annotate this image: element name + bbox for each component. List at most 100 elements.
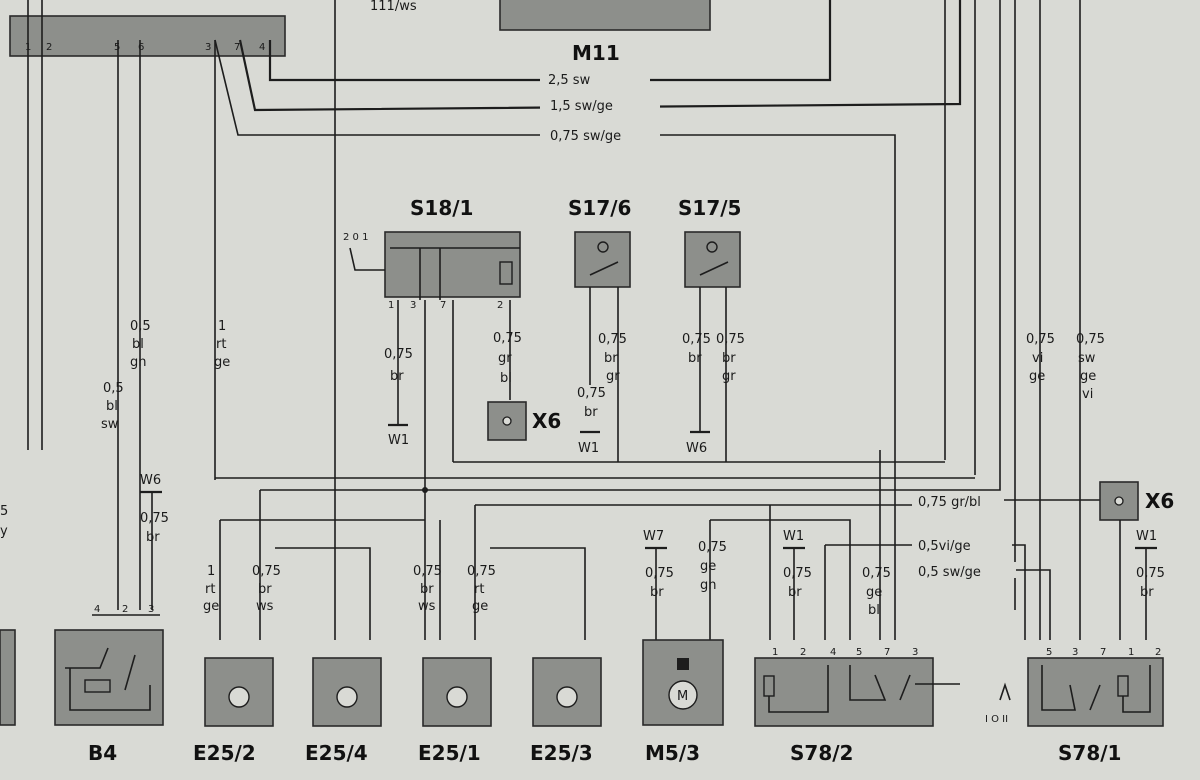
- svg-text:ws: ws: [418, 599, 436, 614]
- svg-text:gn: gn: [130, 355, 147, 370]
- top-pin-6: 6: [138, 42, 144, 53]
- top-pin-7: 7: [234, 42, 240, 53]
- s18-1-box: [384, 231, 521, 298]
- s78-2-pin-1: 1: [772, 647, 778, 658]
- s17-6-box: [574, 231, 631, 288]
- svg-text:0,75: 0,75: [862, 566, 891, 581]
- s78-1-box: [1027, 657, 1164, 727]
- svg-text:br: br: [788, 585, 802, 600]
- svg-text:0,75: 0,75: [682, 332, 711, 347]
- svg-text:0,75: 0,75: [467, 564, 496, 579]
- left-edge-label-5: 5: [0, 504, 8, 519]
- svg-text:br: br: [688, 351, 702, 366]
- svg-text:0,75: 0,75: [577, 386, 606, 401]
- s78-1-pin-1: 1: [1128, 647, 1134, 658]
- svg-text:rt: rt: [205, 582, 215, 597]
- wire-0-75-sw-ge: 0,75 sw/ge: [550, 129, 621, 144]
- ground-w6-b4: W6: [140, 473, 161, 488]
- s78-1-pin-7: 7: [1100, 647, 1106, 658]
- svg-text:br: br: [1140, 585, 1154, 600]
- m11-partial-label: 111/ws: [370, 0, 417, 14]
- b4-pin-2: 2: [122, 604, 128, 615]
- s78-2-pin-3: 3: [912, 647, 918, 658]
- s18-1-pins: 1 3 7 2: [388, 300, 503, 311]
- svg-text:ge: ge: [203, 599, 219, 614]
- svg-text:gr: gr: [606, 369, 620, 384]
- s17-5-label: S17/5: [678, 196, 741, 220]
- svg-text:0,75: 0,75: [140, 511, 169, 526]
- b4-box: [54, 629, 164, 726]
- s78-1-pins: 5 3 7 1 2: [1046, 647, 1161, 658]
- svg-text:0,75: 0,75: [598, 332, 627, 347]
- s78-2-label: S78/2: [790, 741, 853, 765]
- x6-middle-label: X6: [532, 409, 561, 433]
- svg-text:0,75: 0,75: [698, 540, 727, 555]
- svg-text:br: br: [722, 351, 736, 366]
- m11-label: M11: [572, 41, 620, 65]
- svg-text:br: br: [258, 582, 272, 597]
- svg-text:ge: ge: [1080, 369, 1096, 384]
- s18-1-switch-positions: 2 0 1: [343, 232, 368, 243]
- svg-text:0,75: 0,75: [384, 347, 413, 362]
- svg-text:bl: bl: [500, 371, 512, 386]
- svg-text:0,75: 0,75: [413, 564, 442, 579]
- wire-0-75-gr-bl: 0,75 gr/bl: [918, 495, 981, 510]
- svg-text:gr: gr: [498, 351, 512, 366]
- top-pin-2: 2: [46, 42, 52, 53]
- ground-w7-m5: W7: [643, 529, 664, 544]
- svg-text:ge: ge: [472, 599, 488, 614]
- svg-text:ws: ws: [256, 599, 274, 614]
- svg-text:0,75: 0,75: [645, 566, 674, 581]
- svg-text:0,75: 0,75: [783, 566, 812, 581]
- svg-text:gn: gn: [700, 578, 717, 593]
- s18-1-label: S18/1: [410, 196, 473, 220]
- s17-6-wire-labels: 0,75 br gr 0,75 br: [577, 332, 627, 420]
- top-pin-5: 5: [114, 42, 120, 53]
- s18-pin-1: 1: [388, 300, 394, 311]
- s78-2-pin-7: 7: [884, 647, 890, 658]
- s17-5-box: [684, 231, 741, 288]
- svg-text:br: br: [390, 369, 404, 384]
- s17-6-label: S17/6: [568, 196, 631, 220]
- svg-text:br: br: [604, 351, 618, 366]
- s78-2-pin-5: 5: [856, 647, 862, 658]
- ground-w1-s17-6: W1: [578, 441, 599, 456]
- top-pin-4: 4: [259, 42, 265, 53]
- svg-text:0,75: 0,75: [252, 564, 281, 579]
- e25-4-label: E25/4: [305, 741, 368, 765]
- s18-wire-labels: 0,75 br 0,75 gr bl: [384, 331, 522, 386]
- svg-text:1: 1: [218, 319, 226, 334]
- top-connector-strip: [9, 15, 286, 57]
- e25-1-label: E25/1: [418, 741, 481, 765]
- m5-wire-labels: 0,75 br 0,75 ge gn: [645, 540, 727, 600]
- svg-text:rt: rt: [216, 337, 226, 352]
- m5-motor-symbol: M: [677, 689, 688, 704]
- s78-1-pin-2: 2: [1155, 647, 1161, 658]
- svg-text:br: br: [650, 585, 664, 600]
- m11-box: [499, 0, 711, 31]
- s78-2-pins: 1 2 4 5 7 3: [772, 647, 918, 658]
- top-pin-3: 3: [205, 42, 211, 53]
- s18-pin-2: 2: [497, 300, 503, 311]
- ground-w1-s18: W1: [388, 433, 409, 448]
- s78-2-pin-4: 4: [830, 647, 836, 658]
- s78-1-pin-3: 3: [1072, 647, 1078, 658]
- s78-1-pin-5: 5: [1046, 647, 1052, 658]
- svg-text:ge: ge: [700, 559, 716, 574]
- right-wire-labels: 0,75 vi ge 0,75 sw ge vi: [1026, 332, 1105, 402]
- svg-text:0,75: 0,75: [493, 331, 522, 346]
- ground-w1-s78-1: W1: [1136, 529, 1157, 544]
- s78-2-wire-labels: 0,75 br 0,75 ge bl: [783, 566, 891, 618]
- ground-w6-s17-5: W6: [686, 441, 707, 456]
- ground-w1-s78-2: W1: [783, 529, 804, 544]
- svg-text:0,75: 0,75: [716, 332, 745, 347]
- svg-text:vi: vi: [1082, 387, 1093, 402]
- svg-text:sw: sw: [1078, 351, 1096, 366]
- e25-wire-labels: 1 rt ge 1 rt ge 0,75 br ws 0,75 br ws 0,…: [203, 319, 496, 614]
- vertical-wires: [27, 0, 1081, 640]
- svg-text:bl: bl: [868, 603, 880, 618]
- svg-text:0,5: 0,5: [130, 319, 151, 334]
- wire-0-5-vi-ge: 0,5vi/ge: [918, 539, 971, 554]
- b4-label: B4: [88, 741, 117, 765]
